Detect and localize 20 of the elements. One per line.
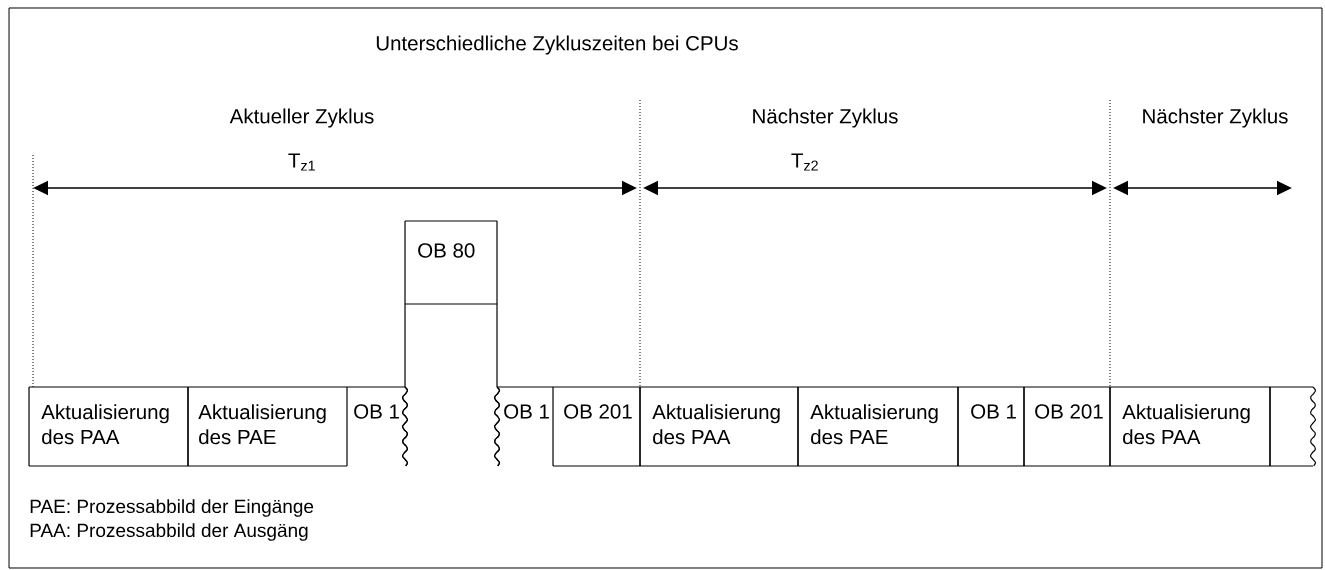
timeline-box: OB 1 [957,386,1025,467]
interrupt-block: OB 80 [401,220,501,467]
legend-note: PAA: Prozessabbild der Ausgäng [30,523,308,541]
timeline-box [1269,386,1317,467]
timeline-box: OB 201 [1023,386,1111,467]
cycle-heading: Nächster Zyklus [753,108,898,128]
cycle-heading: Aktueller Zyklus [229,108,374,128]
timeline-box: Aktualisierung des PAA [1109,386,1271,467]
duration-label: T$_{z2}$ [791,153,818,171]
timeline-box: OB 201 [552,386,641,467]
timeline-box: Aktualisierung des PAA [639,386,799,467]
timeline-box: Aktualisierung des PAE [797,386,959,467]
title: Unterschiedliche Zykluszeiten bei CPUs [376,35,738,55]
timeline-box: OB 1 [493,386,554,467]
timeline-box: Aktualisierung des PAA [28,386,189,467]
cycle-heading: Nächster Zyklus [1143,108,1288,128]
legend-note: PAE: Prozessabbild der Eingänge [30,499,314,517]
timeline-box: Aktualisierung des PAE [187,386,348,467]
duration-label: T$_{z1}$ [288,153,315,171]
timeline-box: OB 1 [346,386,409,467]
